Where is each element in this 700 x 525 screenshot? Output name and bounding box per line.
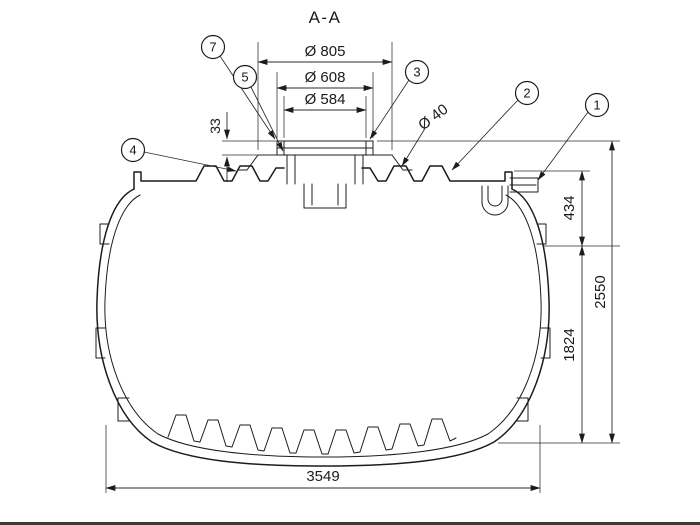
side-tab-right-mid: [540, 327, 551, 359]
dimension-dia-40: Ø 40: [401, 101, 451, 167]
tank-shell-outer: [96, 188, 550, 467]
dim-label-434: 434: [561, 195, 578, 220]
flange-skirt-right: [391, 154, 413, 171]
dimension-33: 33: [207, 112, 277, 182]
tank-shell-inner: [104, 194, 542, 458]
balloon-1: 1: [537, 92, 610, 181]
dim-label-2550: 2550: [592, 275, 609, 308]
flange-skirt-left: [237, 154, 259, 171]
bottom-ribs: [167, 414, 457, 455]
dip-tube-outer: [481, 185, 509, 216]
dimension-dia-805: Ø 805: [257, 42, 393, 150]
dimension-3549: 3549: [105, 425, 541, 493]
leader-line: [401, 129, 425, 167]
balloon-number: 7: [209, 40, 216, 55]
balloon-number: 2: [523, 86, 530, 101]
dim-label-dia608: Ø 608: [305, 69, 346, 86]
leader-line: [537, 111, 589, 181]
balloon-number: 5: [241, 70, 248, 85]
balloon-number: 3: [413, 65, 420, 80]
side-tab-right-lower: [516, 397, 529, 422]
inlet-stub: [509, 177, 539, 193]
dim-label-3549: 3549: [306, 468, 339, 485]
balloon-circle: [200, 34, 226, 60]
balloon-circle: [120, 137, 146, 163]
dimension-434: 434: [514, 170, 620, 247]
dim-label-dia584: Ø 584: [305, 91, 346, 108]
dim-label-dia805: Ø 805: [305, 43, 346, 60]
balloon-circle: [514, 80, 540, 106]
dim-label-dia40: Ø 40: [415, 101, 451, 134]
side-tab-left-upper: [99, 223, 110, 245]
balloon-2: 2: [451, 80, 540, 171]
balloon-number: 1: [593, 98, 600, 113]
dim-label-33: 33: [207, 118, 223, 134]
tank-body: [95, 165, 551, 467]
balloon-number: 4: [129, 143, 136, 158]
leader-line: [451, 99, 519, 171]
side-tab-left-mid: [95, 327, 106, 359]
balloon-3: 3: [369, 59, 430, 140]
dip-tube-inner: [487, 185, 503, 207]
dimension-2550: 2550: [377, 140, 620, 444]
balloon-circle: [404, 59, 430, 85]
side-tab-right-upper: [536, 223, 547, 245]
balloon-7: 7: [200, 34, 276, 140]
leader-line: [250, 86, 284, 152]
dimension-dia-584: Ø 584: [283, 91, 367, 138]
leader-line: [143, 151, 237, 172]
tank-top-left-profile: [133, 165, 285, 190]
dimension-1824: 1824: [561, 245, 585, 444]
tank-top-right-profile: [361, 165, 513, 190]
dimension-dia-608: Ø 608: [276, 69, 374, 138]
balloon-4: 4: [120, 137, 237, 172]
manhole-assembly: [237, 140, 413, 209]
side-tab-left-lower: [117, 397, 130, 422]
balloon-circle: [584, 92, 610, 118]
dim-label-1824: 1824: [561, 328, 578, 361]
leader-line: [369, 79, 410, 140]
balloon-5: 5: [232, 64, 284, 152]
leader-line: [219, 55, 276, 140]
riser-tube: [303, 183, 347, 209]
inlet-fittings: [481, 177, 539, 216]
balloon-circle: [232, 64, 258, 90]
section-label: A-A: [309, 8, 342, 27]
